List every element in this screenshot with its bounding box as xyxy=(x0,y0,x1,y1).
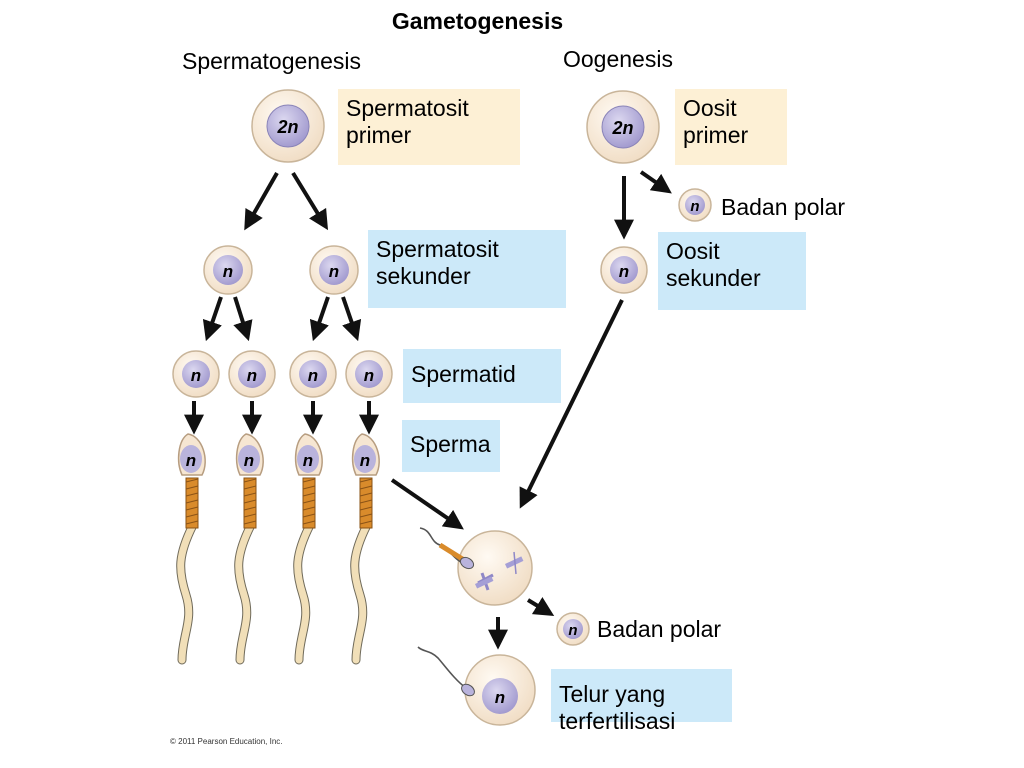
spermatid: n xyxy=(289,350,337,398)
spermatid: n xyxy=(172,350,220,398)
ploidy-label: 2n xyxy=(611,118,633,138)
arrows-spermatogenesis xyxy=(184,171,464,530)
arrow xyxy=(233,296,253,342)
arrow xyxy=(291,171,329,231)
label-line: sekunder xyxy=(666,265,761,291)
arrow xyxy=(202,296,223,342)
label-telur: Telur yang terfertilisasi xyxy=(551,669,732,734)
arrow xyxy=(639,170,672,194)
fertilized-egg-cell: n xyxy=(417,646,536,726)
label-line: sekunder xyxy=(376,263,471,289)
arrows-oogenesis xyxy=(488,170,672,650)
label-badan-polar-2: Badan polar xyxy=(597,616,722,642)
label-line: terfertilisasi xyxy=(559,708,676,734)
arrow xyxy=(309,296,330,342)
sperm: n xyxy=(176,433,206,665)
ploidy-label: n xyxy=(690,198,699,215)
primary-spermatocyte-cell: 2n xyxy=(251,89,325,163)
label-spermatid: Spermatid xyxy=(403,349,561,403)
polar-body-2: n xyxy=(556,612,590,646)
ploidy-label: n xyxy=(247,366,257,385)
primary-oocyte-cell: 2n xyxy=(586,90,660,164)
label-line: Oosit xyxy=(683,95,737,121)
arrow xyxy=(341,296,362,342)
secondary-spermatocyte-cells: n n xyxy=(203,245,359,295)
label-spermatosit-sekunder: Spermatosit sekunder xyxy=(368,230,566,308)
label-line: primer xyxy=(346,122,412,148)
sperm: n xyxy=(234,433,264,665)
ploidy-label: n xyxy=(244,451,254,470)
diagram-title: Gametogenesis xyxy=(391,8,564,34)
label-line: Sperma xyxy=(410,431,491,457)
ploidy-label: n xyxy=(360,451,370,470)
oogenesis-heading: Oogenesis xyxy=(563,46,673,72)
arrow xyxy=(526,597,555,617)
arrow xyxy=(390,478,464,530)
label-line: Spermatosit xyxy=(376,236,499,262)
arrow xyxy=(519,299,624,509)
ploidy-label: n xyxy=(619,262,629,281)
secondary-spermatocyte: n xyxy=(203,245,253,295)
sperm: n xyxy=(293,433,323,665)
label-line: Telur yang xyxy=(559,681,666,707)
spermatid-cells: n n n n xyxy=(172,350,393,398)
label-badan-polar-1: Badan polar xyxy=(721,194,846,220)
arrow xyxy=(244,172,279,231)
copyright-notice: © 2011 Pearson Education, Inc. xyxy=(170,737,283,746)
label-sperma: Sperma xyxy=(402,420,500,472)
ploidy-label: 2n xyxy=(276,117,298,137)
label-line: Spermatid xyxy=(411,361,516,387)
label-line: Oosit xyxy=(666,238,720,264)
secondary-spermatocyte: n xyxy=(309,245,359,295)
spermatid: n xyxy=(228,350,276,398)
ploidy-label: n xyxy=(364,366,374,385)
secondary-oocyte-cell: n xyxy=(600,246,648,294)
ploidy-label: n xyxy=(495,688,505,707)
spermatid: n xyxy=(345,350,393,398)
ploidy-label: n xyxy=(223,262,233,281)
polar-body-1: n xyxy=(678,188,712,222)
ploidy-label: n xyxy=(308,366,318,385)
label-oosit-sekunder: Oosit sekunder xyxy=(658,232,806,310)
label-line: Spermatosit xyxy=(346,95,469,121)
spermatogenesis-heading: Spermatogenesis xyxy=(182,48,361,74)
ploidy-label: n xyxy=(329,262,339,281)
fertilizing-oocyte-cell xyxy=(419,527,533,606)
label-line: primer xyxy=(683,122,749,148)
ploidy-label: n xyxy=(568,622,577,639)
label-oosit-primer: Oosit primer xyxy=(675,89,787,165)
ploidy-label: n xyxy=(303,451,313,470)
ploidy-label: n xyxy=(191,366,201,385)
label-spermatosit-primer: Spermatosit primer xyxy=(338,89,520,165)
sperm: n xyxy=(350,433,380,665)
ploidy-label: n xyxy=(186,451,196,470)
